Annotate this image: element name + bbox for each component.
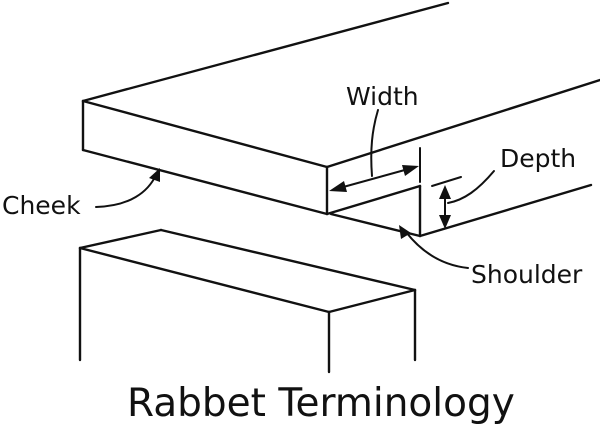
shoulder-leader <box>405 231 469 269</box>
depth-arrow-top <box>439 185 451 199</box>
width-leader <box>370 109 379 177</box>
shoulder-callout <box>399 225 469 269</box>
diagram-title: Rabbet Terminology <box>127 381 515 426</box>
width-arrow-right <box>402 165 419 176</box>
width-dimension <box>329 109 421 192</box>
lower-board <box>78 228 417 374</box>
width-arrow-left <box>329 181 347 192</box>
width-label: Width <box>346 82 419 111</box>
depth-extension-line <box>431 176 462 187</box>
cheek-label: Cheek <box>2 191 81 220</box>
depth-label: Depth <box>500 144 576 173</box>
width-dimension-line <box>335 167 413 190</box>
upper-board <box>81 1 600 238</box>
cheek-callout <box>95 168 160 208</box>
depth-leader <box>447 170 495 204</box>
depth-dimension <box>431 170 495 229</box>
shoulder-label: Shoulder <box>471 260 583 289</box>
cheek-leader <box>95 174 157 208</box>
cheek-arrow <box>149 168 160 182</box>
depth-arrow-bottom <box>439 215 451 229</box>
shoulder-arrow <box>399 225 411 239</box>
